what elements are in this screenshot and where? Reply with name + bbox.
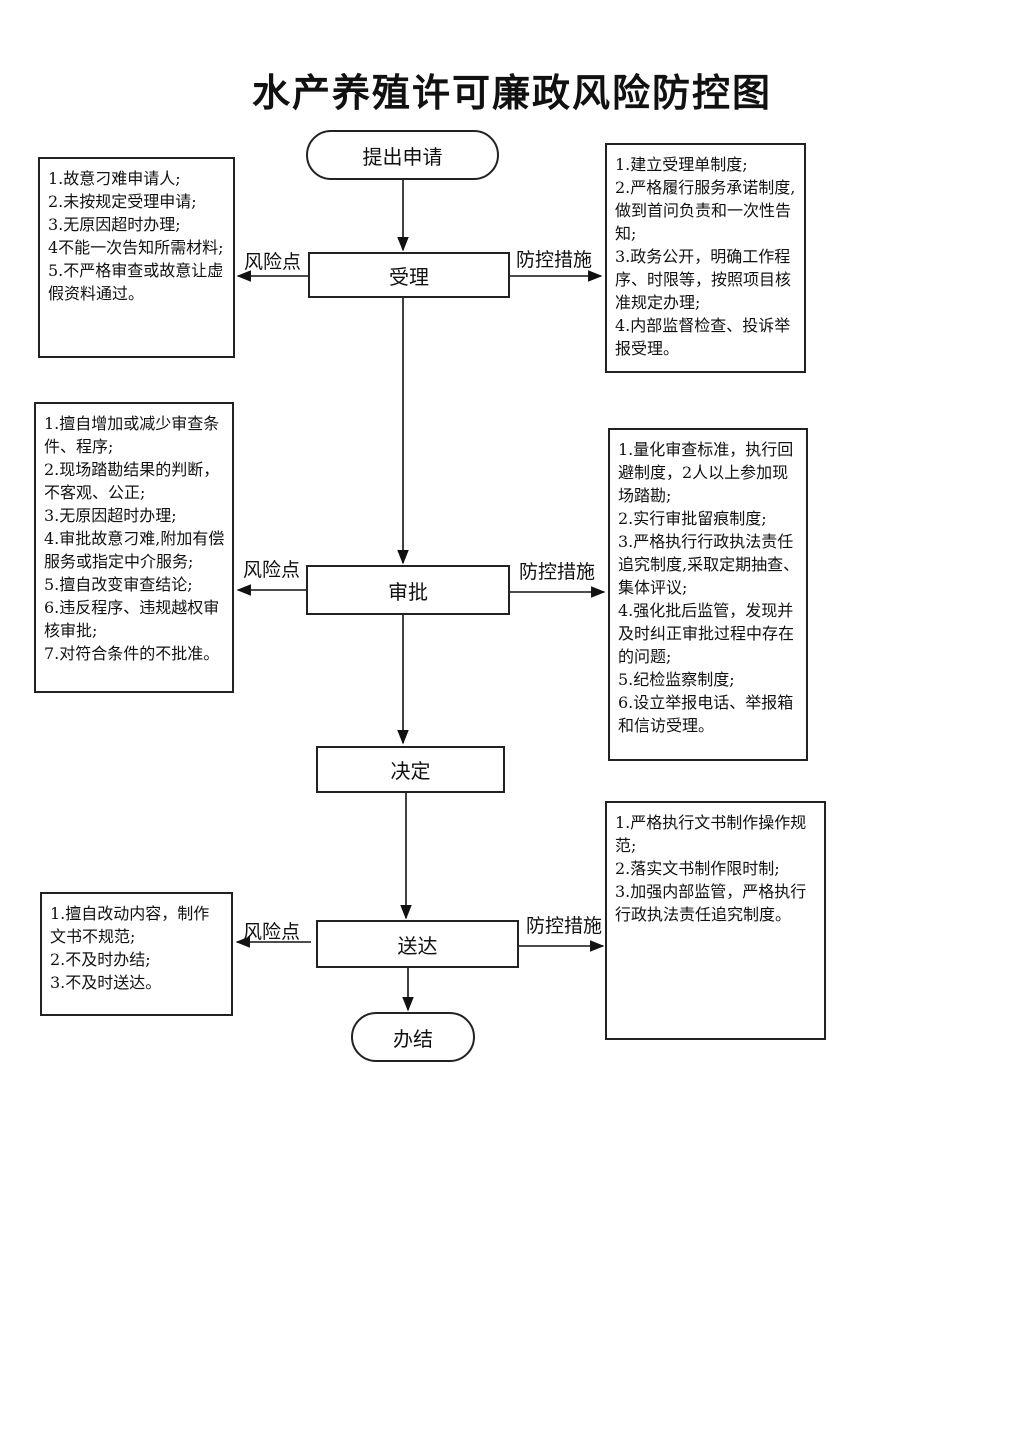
- control-item: 1.建立受理单制度;: [615, 155, 748, 174]
- control-item: 6.设立举报电话、举报箱和信访受理。: [618, 693, 794, 735]
- control-item: 4.强化批后监管，发现并及时纠正审批过程中存在的问题;: [618, 601, 795, 666]
- risk-item: 2.现场踏勘结果的判断，不客观、公正;: [44, 460, 220, 502]
- control-item: 4.内部监督检查、投诉举报受理。: [615, 316, 791, 358]
- control-label-approve: 防控措施: [519, 561, 596, 583]
- control-item: 2.实行审批留痕制度;: [618, 509, 767, 528]
- risk-label-accept: 风险点: [244, 251, 302, 273]
- risk-item: 2.不及时办结;: [50, 950, 151, 969]
- control-item: 3.政务公开，明确工作程序、时限等，按照项目核准规定办理;: [615, 247, 792, 312]
- control-item: 3.加强内部监管，严格执行行政执法责任追究制度。: [615, 882, 807, 924]
- risk-item: 4.审批故意刁难,附加有偿服务或指定中介服务;: [44, 529, 225, 571]
- risk-box-deliver: 1.擅自改动内容，制作文书不规范; 2.不及时办结; 3.不及时送达。: [40, 892, 233, 1016]
- control-item: 1.量化审查标准，执行回避制度，2人以上参加现场踏勘;: [618, 440, 794, 505]
- risk-label-approve: 风险点: [243, 559, 301, 581]
- risk-item: 5.不严格审查或故意让虚假资料通过。: [48, 261, 224, 303]
- control-box-accept: 1.建立受理单制度; 2.严格履行服务承诺制度,做到首问负责和一次性告知; 3.…: [605, 143, 806, 373]
- risk-box-approve: 1.擅自增加或减少审查条件、程序; 2.现场踏勘结果的判断，不客观、公正; 3.…: [34, 402, 234, 693]
- risk-item: 6.违反程序、违规越权审核审批;: [44, 598, 220, 640]
- node-start-label: 提出申请: [362, 144, 443, 169]
- control-item: 2.严格履行服务承诺制度,做到首问负责和一次性告知;: [615, 178, 796, 243]
- risk-item: 1.擅自增加或减少审查条件、程序;: [44, 414, 220, 456]
- control-label-deliver: 防控措施: [526, 915, 603, 937]
- risk-item: 4不能一次告知所需材料;: [48, 238, 224, 257]
- control-item: 3.严格执行行政执法责任追究制度,采取定期抽查、集体评议;: [618, 532, 800, 597]
- node-end-label: 办结: [393, 1026, 433, 1051]
- control-box-approve: 1.量化审查标准，执行回避制度，2人以上参加现场踏勘; 2.实行审批留痕制度; …: [608, 428, 808, 761]
- control-label-accept: 防控措施: [516, 249, 593, 271]
- risk-item: 5.擅自改变审查结论;: [44, 575, 193, 594]
- node-approve-label: 审批: [388, 579, 428, 604]
- risk-label-deliver: 风险点: [243, 921, 301, 943]
- risk-item: 3.不及时送达。: [50, 973, 162, 992]
- risk-item: 1.故意刁难申请人;: [48, 169, 181, 188]
- node-accept: 受理: [308, 252, 510, 298]
- risk-item: 3.无原因超时办理;: [44, 506, 177, 525]
- risk-box-accept: 1.故意刁难申请人; 2.未按规定受理申请; 3.无原因超时办理; 4不能一次告…: [38, 157, 235, 358]
- risk-item: 3.无原因超时办理;: [48, 215, 181, 234]
- node-end: 办结: [351, 1012, 475, 1062]
- control-item: 2.落实文书制作限时制;: [615, 859, 780, 878]
- control-item: 5.纪检监察制度;: [618, 670, 735, 689]
- risk-item: 7.对符合条件的不批准。: [44, 644, 220, 663]
- node-decide: 决定: [316, 746, 505, 793]
- risk-item: 2.未按规定受理申请;: [48, 192, 197, 211]
- node-accept-label: 受理: [389, 264, 429, 289]
- control-box-deliver: 1.严格执行文书制作操作规范; 2.落实文书制作限时制; 3.加强内部监管，严格…: [605, 801, 826, 1040]
- node-deliver: 送达: [316, 920, 519, 968]
- node-start: 提出申请: [306, 130, 499, 180]
- node-deliver-label: 送达: [397, 933, 438, 958]
- node-decide-label: 决定: [390, 759, 431, 783]
- page-title: 水产养殖许可廉政风险防控图: [251, 71, 772, 115]
- risk-item: 1.擅自改动内容，制作文书不规范;: [50, 904, 210, 946]
- control-item: 1.严格执行文书制作操作规范;: [615, 813, 807, 855]
- node-approve: 审批: [306, 565, 510, 615]
